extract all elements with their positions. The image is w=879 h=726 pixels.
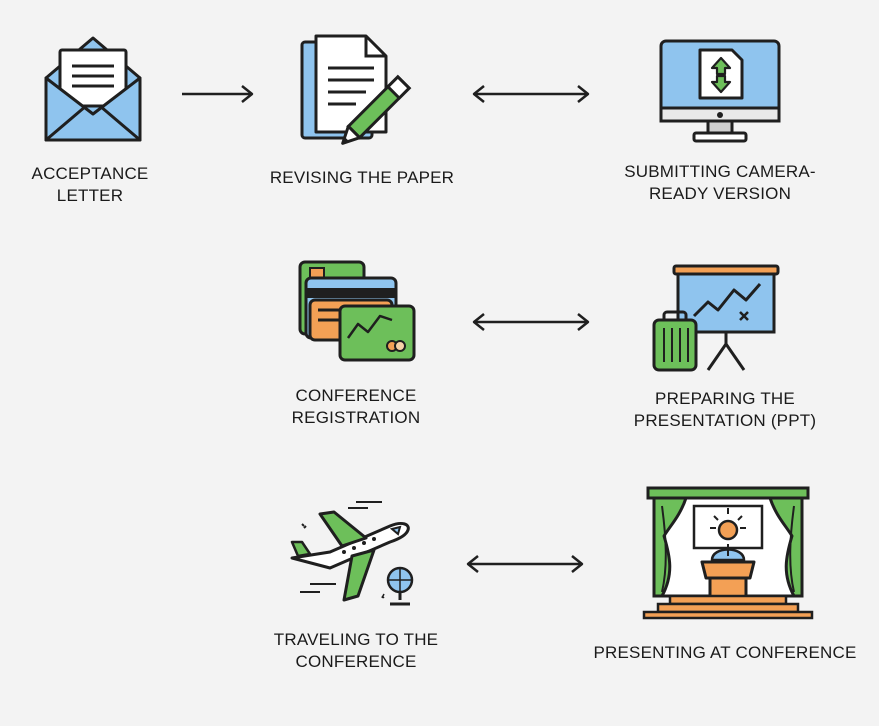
step-label-traveling: TRAVELING TO THE CONFERENCE [273,630,439,671]
podium-stage-icon [642,486,814,620]
step-label-presenting: PRESENTING AT CONFERENCE [593,643,857,662]
presentation-board-icon [652,264,780,372]
step-label-acceptance: ACCEPTANCE LETTER [31,164,149,205]
envelope-icon [44,36,142,142]
double-arrow [472,85,590,103]
step-label-revising: REVISING THE PAPER [269,168,455,187]
step-label-camera-ready: SUBMITTING CAMERA- READY VERSION [624,162,816,203]
step-label-presentation: PREPARING THE PRESENTATION (PPT) [633,389,817,430]
credit-cards-icon [298,260,416,362]
step-label-registration: CONFERENCE REGISTRATION [291,386,421,427]
double-arrow [472,313,590,331]
double-arrow [466,555,584,573]
arrow-right [182,85,254,103]
airplane-globe-icon [290,501,414,606]
monitor-upload-icon [659,39,781,143]
paper-pencil-icon [300,34,412,145]
